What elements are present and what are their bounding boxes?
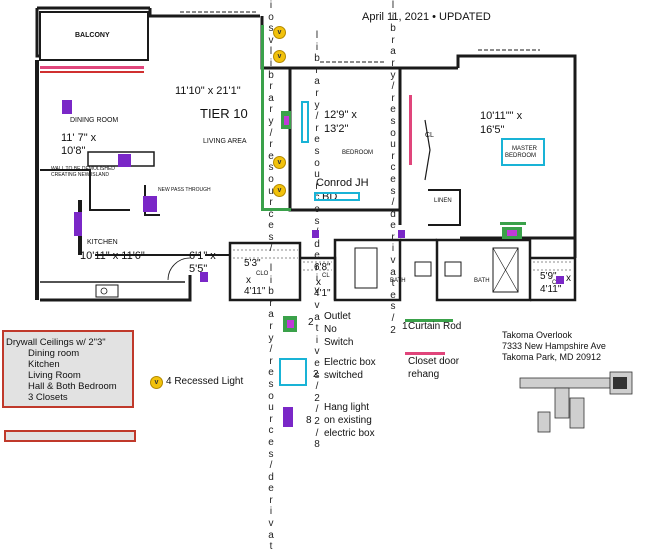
drywall-item: 3 Closets — [28, 392, 68, 403]
closet-mid-x: x — [316, 277, 321, 288]
bath-label-left: BATH — [390, 278, 406, 284]
hall-dims-1: 6'1" x — [189, 250, 216, 262]
recessed-light-icon: v — [273, 156, 286, 169]
tier-label: TIER 10 — [200, 106, 248, 121]
electric-box-icon — [314, 192, 360, 201]
recessed-light-icon: v — [273, 50, 286, 63]
drywall-item: Living Room — [28, 370, 81, 381]
hang-light-icon — [398, 230, 405, 238]
legend-ebox-count: 2 — [313, 369, 319, 380]
legend-curtain-label: Curtain Rod — [408, 321, 462, 332]
master-dims-1: 10'11"" x — [480, 110, 523, 122]
legend-outlet-line3: Switch — [324, 337, 354, 348]
legend-recessed-label: 4 Recessed Light — [166, 376, 244, 387]
pass-through-note: NEW PASS THROUGH — [158, 187, 211, 193]
watermark-column-2: l i b r a r y / r e s o u r c e s / d e … — [314, 30, 320, 297]
watermark-column-3: l i b r a r y / r e s o u r c e s / d e … — [390, 0, 396, 336]
hang-light-icon — [200, 272, 208, 282]
drywall-item: Hall & Both Bedroom — [28, 381, 117, 392]
recessed-light-icon: v — [273, 26, 286, 39]
balcony-label: BALCONY — [75, 32, 110, 39]
kitchen-label: KITCHEN — [87, 239, 118, 246]
wall-note-2: CREATING NEW ISLAND — [51, 172, 109, 178]
legend-hang-light-icon — [283, 407, 293, 427]
closet-left-dims-1: 5'3" — [244, 258, 261, 269]
hang-light-icon — [62, 100, 72, 114]
address-line3: Takoma Park, MD 20912 — [502, 352, 602, 362]
outlet-icon — [281, 111, 291, 129]
bedroom-overlay-1: Conrod JH — [316, 177, 369, 189]
legend-curtain-count: 1 — [402, 321, 408, 332]
living-dims: 11'10" x 21'1" — [175, 85, 241, 97]
bottom-legend-box — [4, 430, 136, 442]
legend-outlet-count: 2 — [308, 317, 314, 328]
drywall-ceilings-box: Drywall Ceilings w/ 2"3" Dining room Kit… — [2, 330, 134, 408]
floor-plan — [35, 6, 633, 433]
legend-ebox-line1: Electric box — [324, 357, 376, 368]
bedroom-label: BEDROOM — [342, 150, 374, 156]
hang-light-icon — [312, 230, 319, 238]
address-line1: Takoma Overlook — [502, 330, 573, 340]
drywall-item: Kitchen — [28, 359, 60, 370]
legend-hang-count: 8 — [306, 415, 312, 426]
hang-light-icon — [118, 154, 131, 167]
hang-light-icon — [143, 196, 157, 212]
closet-left-clo: CLO — [256, 271, 269, 277]
kitchen-dims: 10'11" x 11'6" — [80, 250, 145, 262]
legend-outlet-line1: Outlet — [324, 311, 351, 322]
closet-left-dims-2: 4'11" — [244, 286, 266, 297]
closet-right-cl: CL — [552, 280, 560, 286]
legend-outlet-line2: No — [324, 324, 337, 335]
legend-hang-line3: electric box — [324, 428, 375, 439]
legend-recessed-light-icon: v — [150, 376, 163, 389]
master-electric-box — [501, 138, 545, 166]
dining-dims-2: 10'8" — [61, 145, 86, 157]
bedroom-dims-1: 12'9" x — [324, 109, 357, 121]
bedroom-overlay-2: BD — [322, 191, 338, 203]
hall-dims-2: 5'5" — [189, 263, 208, 275]
legend-closet-door-line1: Closet door — [408, 356, 460, 367]
living-area-label: LIVING AREA — [203, 138, 247, 145]
master-label-1: MASTER — [512, 146, 538, 152]
closet-cl-label: CL — [425, 132, 434, 139]
closet-right-dims-1: 5'9" — [540, 271, 557, 282]
master-label-2: BEDROOM — [505, 153, 537, 159]
drywall-title: Drywall Ceilings w/ 2"3" — [6, 337, 106, 348]
bedroom-dims-2: 13'2" — [324, 123, 349, 135]
hang-light-icon — [556, 276, 564, 284]
legend-hang-line1: Hang light — [324, 402, 370, 413]
drywall-item: Dining room — [28, 348, 80, 359]
recessed-light-icon: v — [273, 184, 286, 197]
outlet-icon — [502, 227, 522, 239]
watermark-column-1: i o s v l i b r a r y / r e s o u r c e … — [268, 0, 274, 255]
address-line2: 7333 New Hampshire Ave — [502, 341, 606, 351]
closet-right-dims-2: 4'11" — [540, 284, 562, 295]
wall-note-1: WALL TO BE DEMOLISHED — [51, 166, 115, 172]
closet-left-x: x — [246, 275, 251, 286]
electric-box-icon — [301, 101, 309, 143]
hang-light-icon — [74, 212, 82, 236]
legend-hang-line2: on existing — [324, 415, 372, 426]
legend-electric-box-icon — [279, 358, 307, 386]
closet-mid-dims-2: 4'1" — [314, 288, 331, 299]
legend-outlet-icon — [283, 316, 297, 332]
closet-mid-dims-1: 6'8" — [314, 262, 331, 273]
watermark-column-4: l i b r a r y / r e s o u r c e s / d e … — [268, 263, 274, 553]
dining-room-label: DINING ROOM — [70, 117, 119, 124]
legend-ebox-line2: switched — [324, 370, 363, 381]
bath-label-right: BATH — [474, 278, 490, 284]
linen-label: LINEN — [434, 198, 452, 204]
closet-mid-cl: CL — [322, 273, 330, 279]
closet-right-x: x — [566, 273, 571, 284]
dining-dims-1: 11' 7" x — [61, 132, 97, 144]
legend-closet-door-line2: rehang — [408, 369, 440, 380]
revision-date: April 11, 2021 • UPDATED — [362, 11, 491, 23]
master-dims-2: 16'5" — [480, 124, 505, 136]
